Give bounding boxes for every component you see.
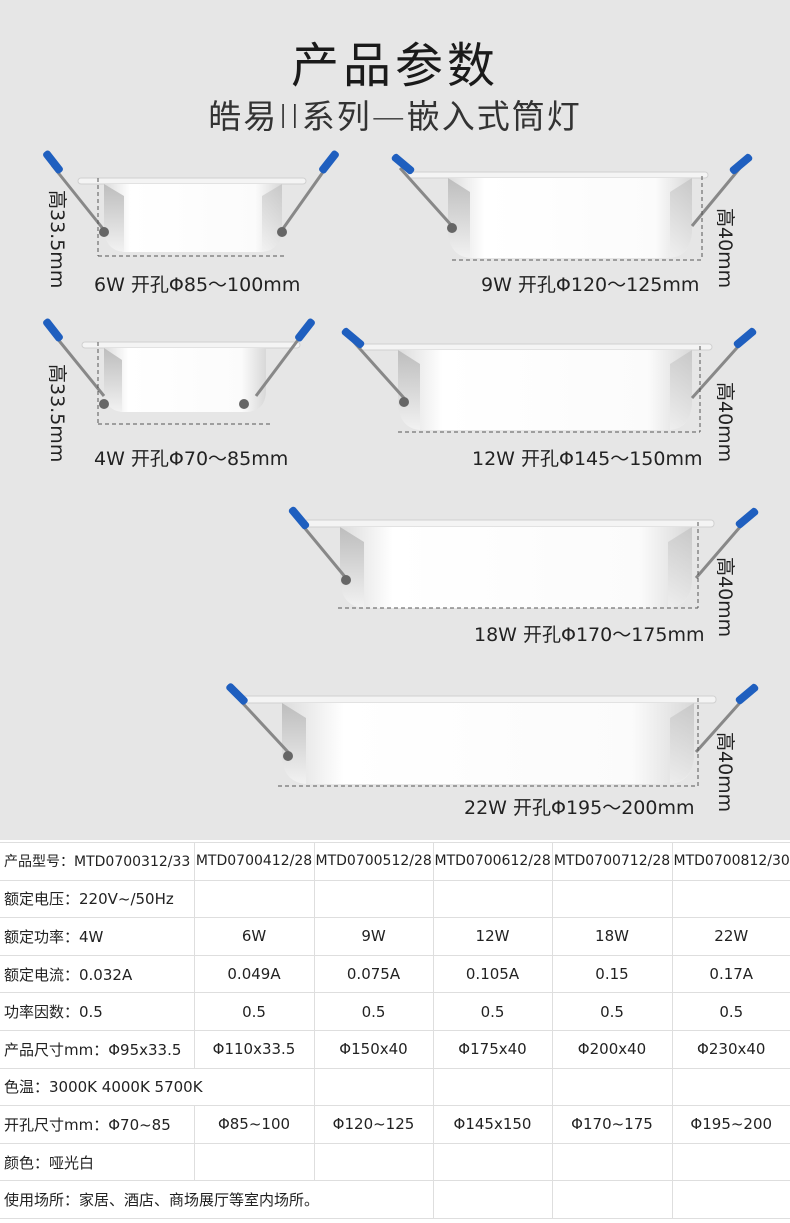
table-row-color: 颜色：哑光白 bbox=[0, 1142, 790, 1182]
power-factor-cell: 0.5 bbox=[313, 992, 434, 1031]
page-title: 产品参数 bbox=[290, 38, 499, 94]
cutout-cell: Φ85~100 bbox=[193, 1105, 315, 1144]
table-row-power-factor: 功率因数：0.5 0.5 0.5 0.5 0.5 0.5 bbox=[0, 992, 790, 1031]
table-row-size: 产品尺寸mm：Φ95x33.5 Φ110x33.5 Φ150x40 Φ175x4… bbox=[0, 1029, 790, 1069]
table-row-voltage: 额定电压：220V~/50Hz bbox=[0, 879, 790, 919]
downlight-6w bbox=[43, 150, 339, 257]
table-row-cct: 色温：3000K 4000K 5700K bbox=[0, 1067, 790, 1107]
power-cell: 6W bbox=[193, 917, 315, 956]
height-label-4w: 高33.5mm bbox=[46, 364, 68, 463]
power-factor-cell: 0.5 bbox=[671, 992, 790, 1031]
downlight-illustrations bbox=[43, 150, 759, 787]
model-label: 产品型号：MTD0700312/33 bbox=[0, 842, 195, 881]
downlight-18w bbox=[288, 506, 759, 609]
usage-label: 使用场所：家居、酒店、商场展厅等室内场所。 bbox=[0, 1180, 434, 1219]
current-cell: 0.049A bbox=[193, 954, 315, 994]
table-row-cutout: 开孔尺寸mm：Φ70~85 Φ85~100 Φ120~125 Φ145x150 … bbox=[0, 1105, 790, 1144]
power-label: 额定功率：4W bbox=[0, 917, 195, 956]
page-subtitle: 皓易II系列—嵌入式筒灯 bbox=[208, 97, 582, 136]
size-cell: Φ175x40 bbox=[432, 1029, 553, 1069]
table-row-current: 额定电流：0.032A 0.049A 0.075A 0.105A 0.15 0.… bbox=[0, 954, 790, 994]
model-cell: MTD0700612/28 bbox=[432, 842, 553, 881]
caption-12w: 12W 开孔Φ145～150mm bbox=[472, 448, 703, 470]
product-hero: 产品参数 皓易II系列—嵌入式筒灯 bbox=[0, 0, 790, 840]
height-label-9w: 高40mm bbox=[714, 208, 736, 289]
cutout-cell: Φ145x150 bbox=[432, 1105, 553, 1144]
power-factor-label: 功率因数：0.5 bbox=[0, 992, 195, 1031]
power-cell: 22W bbox=[671, 917, 790, 956]
color-label: 颜色：哑光白 bbox=[0, 1142, 195, 1182]
cutout-cell: Φ195~200 bbox=[671, 1105, 790, 1144]
power-cell: 12W bbox=[432, 917, 553, 956]
caption-4w: 4W 开孔Φ70～85mm bbox=[94, 448, 289, 470]
downlight-12w bbox=[341, 327, 757, 433]
downlight-4w bbox=[43, 318, 315, 425]
size-cell: Φ200x40 bbox=[551, 1029, 673, 1069]
power-factor-cell: 0.5 bbox=[551, 992, 673, 1031]
table-row-power: 额定功率：4W 6W 9W 12W 18W 22W bbox=[0, 917, 790, 956]
downlight-22w bbox=[226, 683, 759, 787]
cutout-cell: Φ170~175 bbox=[551, 1105, 673, 1144]
height-label-18w: 高40mm bbox=[714, 557, 736, 638]
current-cell: 0.075A bbox=[313, 954, 434, 994]
cutout-cell: Φ120~125 bbox=[313, 1105, 434, 1144]
size-cell: Φ110x33.5 bbox=[193, 1029, 315, 1069]
current-cell: 0.17A bbox=[671, 954, 790, 994]
caption-22w: 22W 开孔Φ195～200mm bbox=[464, 797, 695, 819]
power-factor-cell: 0.5 bbox=[432, 992, 553, 1031]
table-row-usage: 使用场所：家居、酒店、商场展厅等室内场所。 bbox=[0, 1180, 790, 1219]
model-cell: MTD0700712/28 bbox=[551, 842, 673, 881]
model-cell: MTD0700512/28 bbox=[313, 842, 434, 881]
current-cell: 0.105A bbox=[432, 954, 553, 994]
caption-9w: 9W 开孔Φ120～125mm bbox=[481, 274, 700, 296]
voltage-label: 额定电压：220V~/50Hz bbox=[0, 879, 195, 919]
power-cell: 18W bbox=[551, 917, 673, 956]
downlight-9w bbox=[391, 153, 753, 261]
height-label-6w: 高33.5mm bbox=[46, 190, 68, 289]
table-row-model: 产品型号：MTD0700312/33 MTD0700412/28 MTD0700… bbox=[0, 842, 790, 881]
cct-label: 色温：3000K 4000K 5700K bbox=[0, 1067, 315, 1107]
model-cell: MTD0700812/30 bbox=[671, 842, 790, 881]
height-label-12w: 高40mm bbox=[714, 382, 736, 463]
size-cell: Φ230x40 bbox=[671, 1029, 790, 1069]
caption-18w: 18W 开孔Φ170～175mm bbox=[474, 624, 705, 646]
model-cell: MTD0700412/28 bbox=[193, 842, 315, 881]
current-cell: 0.15 bbox=[551, 954, 673, 994]
current-label: 额定电流：0.032A bbox=[0, 954, 195, 994]
height-label-22w: 高40mm bbox=[714, 732, 736, 813]
cutout-label: 开孔尺寸mm：Φ70~85 bbox=[0, 1105, 195, 1144]
caption-6w: 6W 开孔Φ85～100mm bbox=[94, 274, 301, 296]
size-label: 产品尺寸mm：Φ95x33.5 bbox=[0, 1029, 195, 1069]
size-cell: Φ150x40 bbox=[313, 1029, 434, 1069]
power-cell: 9W bbox=[313, 917, 434, 956]
power-factor-cell: 0.5 bbox=[193, 992, 315, 1031]
spec-table: 产品型号：MTD0700312/33 MTD0700412/28 MTD0700… bbox=[0, 842, 790, 1219]
